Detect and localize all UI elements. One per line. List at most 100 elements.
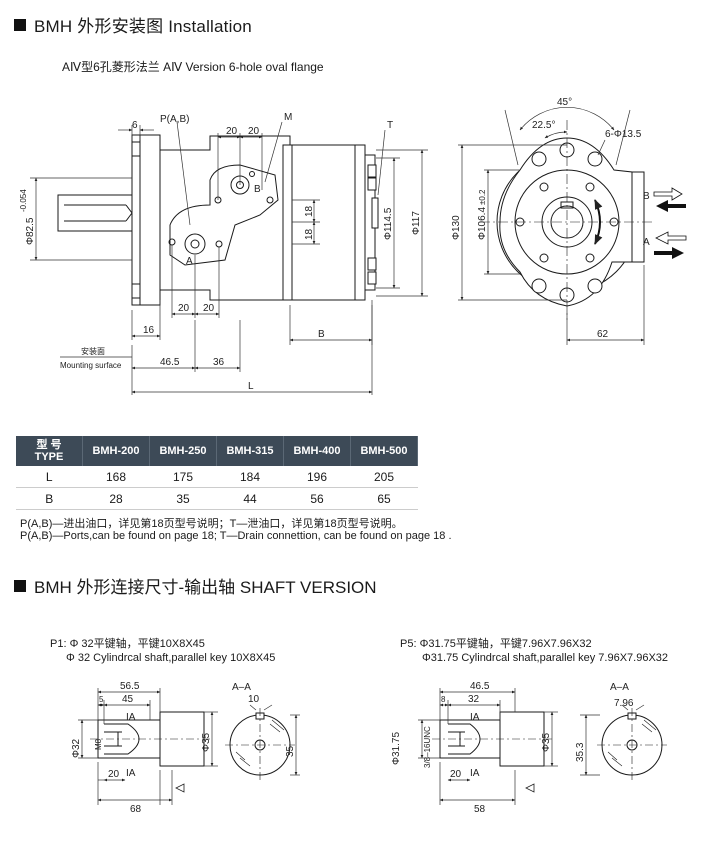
p1-dim-phi-35: Φ35 xyxy=(201,732,212,752)
dim-L: L xyxy=(248,381,254,392)
model-header: BMH-200 xyxy=(82,436,150,466)
dim-20c: 20 xyxy=(178,303,190,314)
bullet-square-icon xyxy=(14,579,26,592)
model-header: BMH-250 xyxy=(149,436,217,466)
dim-phi-106-4: Φ106.4 xyxy=(477,207,488,240)
p5-dim-8: 8 xyxy=(441,695,446,704)
table-cell: 184 xyxy=(216,466,284,488)
p1-dim-35-side: 35 xyxy=(285,745,296,757)
note-en: P(A,B)—Ports,can be found on page 18; T—… xyxy=(20,530,452,542)
p5-dim-phi-31-75: Φ31.75 xyxy=(391,732,402,765)
dim-phi-114-5: Φ114.5 xyxy=(383,207,394,240)
dim-46-5: 46.5 xyxy=(160,357,180,368)
p5-dim-phi-35: Φ35 xyxy=(541,732,552,752)
p1-dim-phi-32: Φ32 xyxy=(71,738,82,758)
model-header: BMH-500 xyxy=(350,436,418,466)
section2-title-text: BMH 外形连接尺寸-输出轴 SHAFT VERSION xyxy=(34,578,377,597)
row-label: L xyxy=(16,466,83,488)
label-p-ab: P(A,B) xyxy=(160,114,189,125)
dim-holes: 6-Φ13.5 xyxy=(605,129,642,140)
p1-section-aa: A–A xyxy=(232,682,251,693)
p5-datum-triangle-icon xyxy=(525,783,535,793)
p1-datum-triangle-icon xyxy=(175,783,185,793)
dim-16: 16 xyxy=(143,325,155,336)
label-mounting-cn: 安装面 xyxy=(81,346,105,356)
p5-dim-20: 20 xyxy=(450,769,462,780)
label-a: A xyxy=(186,256,193,267)
p1-title-en: Φ 32 Cylindrcal shaft,parallel key 10X8X… xyxy=(66,652,276,664)
mounting-flange xyxy=(131,134,161,306)
p5-dim-7-96: 7.96 xyxy=(614,698,634,709)
table-cell: 44 xyxy=(216,487,284,510)
port-a-arrows-icon xyxy=(654,231,687,259)
section2-title: BMH 外形连接尺寸-输出轴 SHAFT VERSION xyxy=(14,573,377,598)
dim-phi-82-5: Φ82.5 xyxy=(25,217,36,245)
dim-36: 36 xyxy=(213,357,225,368)
bullet-square-icon xyxy=(14,18,26,31)
row-label: B xyxy=(16,487,83,510)
dim-phi-106-4-tol: ±0.2 xyxy=(478,189,487,205)
table-cell: 35 xyxy=(149,487,217,510)
p5-dim-58: 58 xyxy=(474,804,486,815)
type-header-cn: 型 号 xyxy=(36,439,62,451)
port-b-arrows-icon xyxy=(653,187,686,212)
p1-dim-68: 68 xyxy=(130,804,142,815)
table-cell: 205 xyxy=(350,466,418,488)
dim-20a: 20 xyxy=(226,126,238,137)
p1-section-mark-bottom: IA xyxy=(126,768,136,779)
p1-dim-20: 20 xyxy=(108,769,120,780)
dim-B: B xyxy=(318,329,325,340)
dim-phi-82-5-tol: -0.054 xyxy=(19,189,28,212)
p5-section-mark-bottom: IA xyxy=(470,768,480,779)
p1-dim-56-5: 56.5 xyxy=(120,681,140,692)
p5-title-en: Φ31.75 Cylindrcal shaft,parallel key 7.9… xyxy=(422,652,669,664)
table-cell: 65 xyxy=(350,487,418,510)
dim-20b: 20 xyxy=(248,126,260,137)
section1-subtitle: AⅣ型6孔菱形法兰 AⅣ Version 6-hole oval flange xyxy=(62,60,324,74)
dim-phi-130: Φ130 xyxy=(451,215,462,240)
p1-dim-10: 10 xyxy=(248,694,260,705)
label-b: B xyxy=(254,184,261,195)
p5-dim-32: 32 xyxy=(468,694,480,705)
p1-section-mark-top: IA xyxy=(126,712,136,723)
table-cell: 56 xyxy=(283,487,351,510)
port-a-label: A xyxy=(643,237,650,248)
p5-title-cn: P5: Φ31.75平键轴，平键7.96X7.96X32 xyxy=(400,638,592,650)
dim-62: 62 xyxy=(597,329,609,340)
model-header: BMH-315 xyxy=(216,436,284,466)
dim-angle-22-5: 22.5° xyxy=(532,120,555,131)
p1-dim-5: 5 xyxy=(99,695,104,704)
gerotor-housing xyxy=(282,144,366,301)
dim-6: 6 xyxy=(132,120,138,131)
note-cn: P(A,B)—进出油口，详见第18页型号说明；T—泄油口，详见第18页型号说明。 xyxy=(20,518,403,530)
dim-18b: 18 xyxy=(304,228,315,240)
dim-phi-117: Φ117 xyxy=(411,211,422,235)
table-cell: 168 xyxy=(82,466,150,488)
table-cell: 196 xyxy=(283,466,351,488)
dim-20d: 20 xyxy=(203,303,215,314)
p1-dim-m8: M8 xyxy=(94,738,103,750)
p1-dim-45: 45 xyxy=(122,694,134,705)
label-m: M xyxy=(284,112,292,123)
table-cell: 28 xyxy=(82,487,150,510)
type-header-en: TYPE xyxy=(34,451,64,463)
p5-dim-unc: 3/8–16UNC xyxy=(423,726,432,768)
dim-angle-45: 45° xyxy=(557,97,572,108)
label-t: T xyxy=(387,120,393,131)
p5-dim-35-3: 35.3 xyxy=(575,742,586,762)
section1-title-text: BMH 外形安装图 Installation xyxy=(34,17,252,36)
model-header: BMH-400 xyxy=(283,436,351,466)
output-shaft xyxy=(57,194,145,232)
dim-18a: 18 xyxy=(304,205,315,217)
table-row: B 28 35 44 56 65 xyxy=(16,487,418,510)
table-row: L 168 175 184 196 205 xyxy=(16,466,418,488)
section1-title: BMH 外形安装图 Installation xyxy=(14,12,252,37)
label-mounting-en: Mounting surface xyxy=(60,361,122,370)
p5-section-mark-top: IA xyxy=(470,712,480,723)
table-cell: 175 xyxy=(149,466,217,488)
p5-section-aa: A–A xyxy=(610,682,629,693)
